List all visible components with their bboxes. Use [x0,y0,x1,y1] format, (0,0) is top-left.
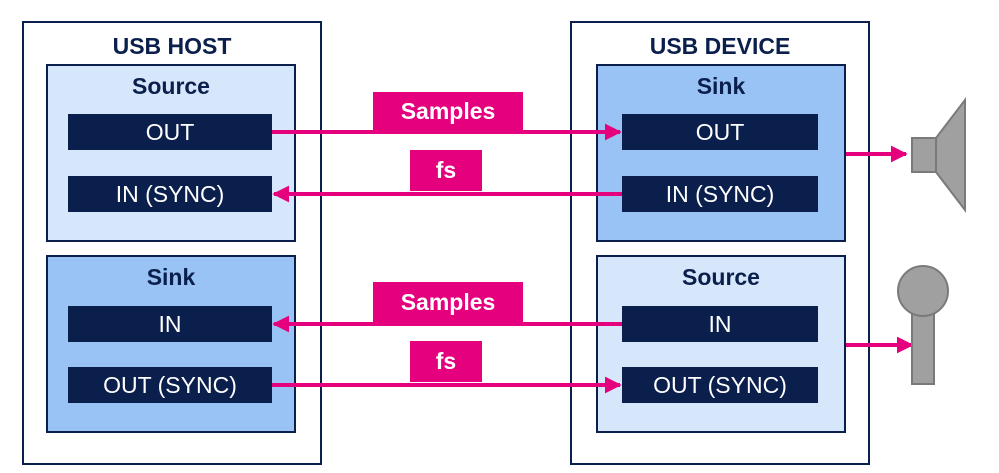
samples-bottom-label: Samples [373,282,523,322]
device-sink-title: Sink [696,73,746,99]
host-sink-in-endpoint: IN [68,306,272,342]
samples-top-label: Samples [373,92,523,130]
device-source-panel: Source [596,255,846,433]
device-source-in-endpoint: IN [622,306,818,342]
microphone-icon [897,265,949,385]
device-sink-out-endpoint: OUT [622,114,818,150]
host-sink-title: Sink [146,264,196,290]
host-source-out-endpoint: OUT [68,114,272,150]
usb-host-title: USB HOST [112,33,232,59]
device-source-title: Source [682,264,760,290]
host-sink-out-sync-endpoint: OUT (SYNC) [68,367,272,403]
host-sink-panel: Sink [46,255,296,433]
fs-bottom-label: fs [410,341,482,382]
host-source-panel: Source [46,64,296,242]
speaker-icon [911,97,966,213]
fs-top-label: fs [410,150,482,191]
device-sink-in-sync-endpoint: IN (SYNC) [622,176,818,212]
device-source-out-sync-endpoint: OUT (SYNC) [622,367,818,403]
host-source-title: Source [132,73,210,99]
host-source-in-sync-endpoint: IN (SYNC) [68,176,272,212]
device-sink-panel: Sink [596,64,846,242]
usb-device-title: USB DEVICE [649,33,791,59]
